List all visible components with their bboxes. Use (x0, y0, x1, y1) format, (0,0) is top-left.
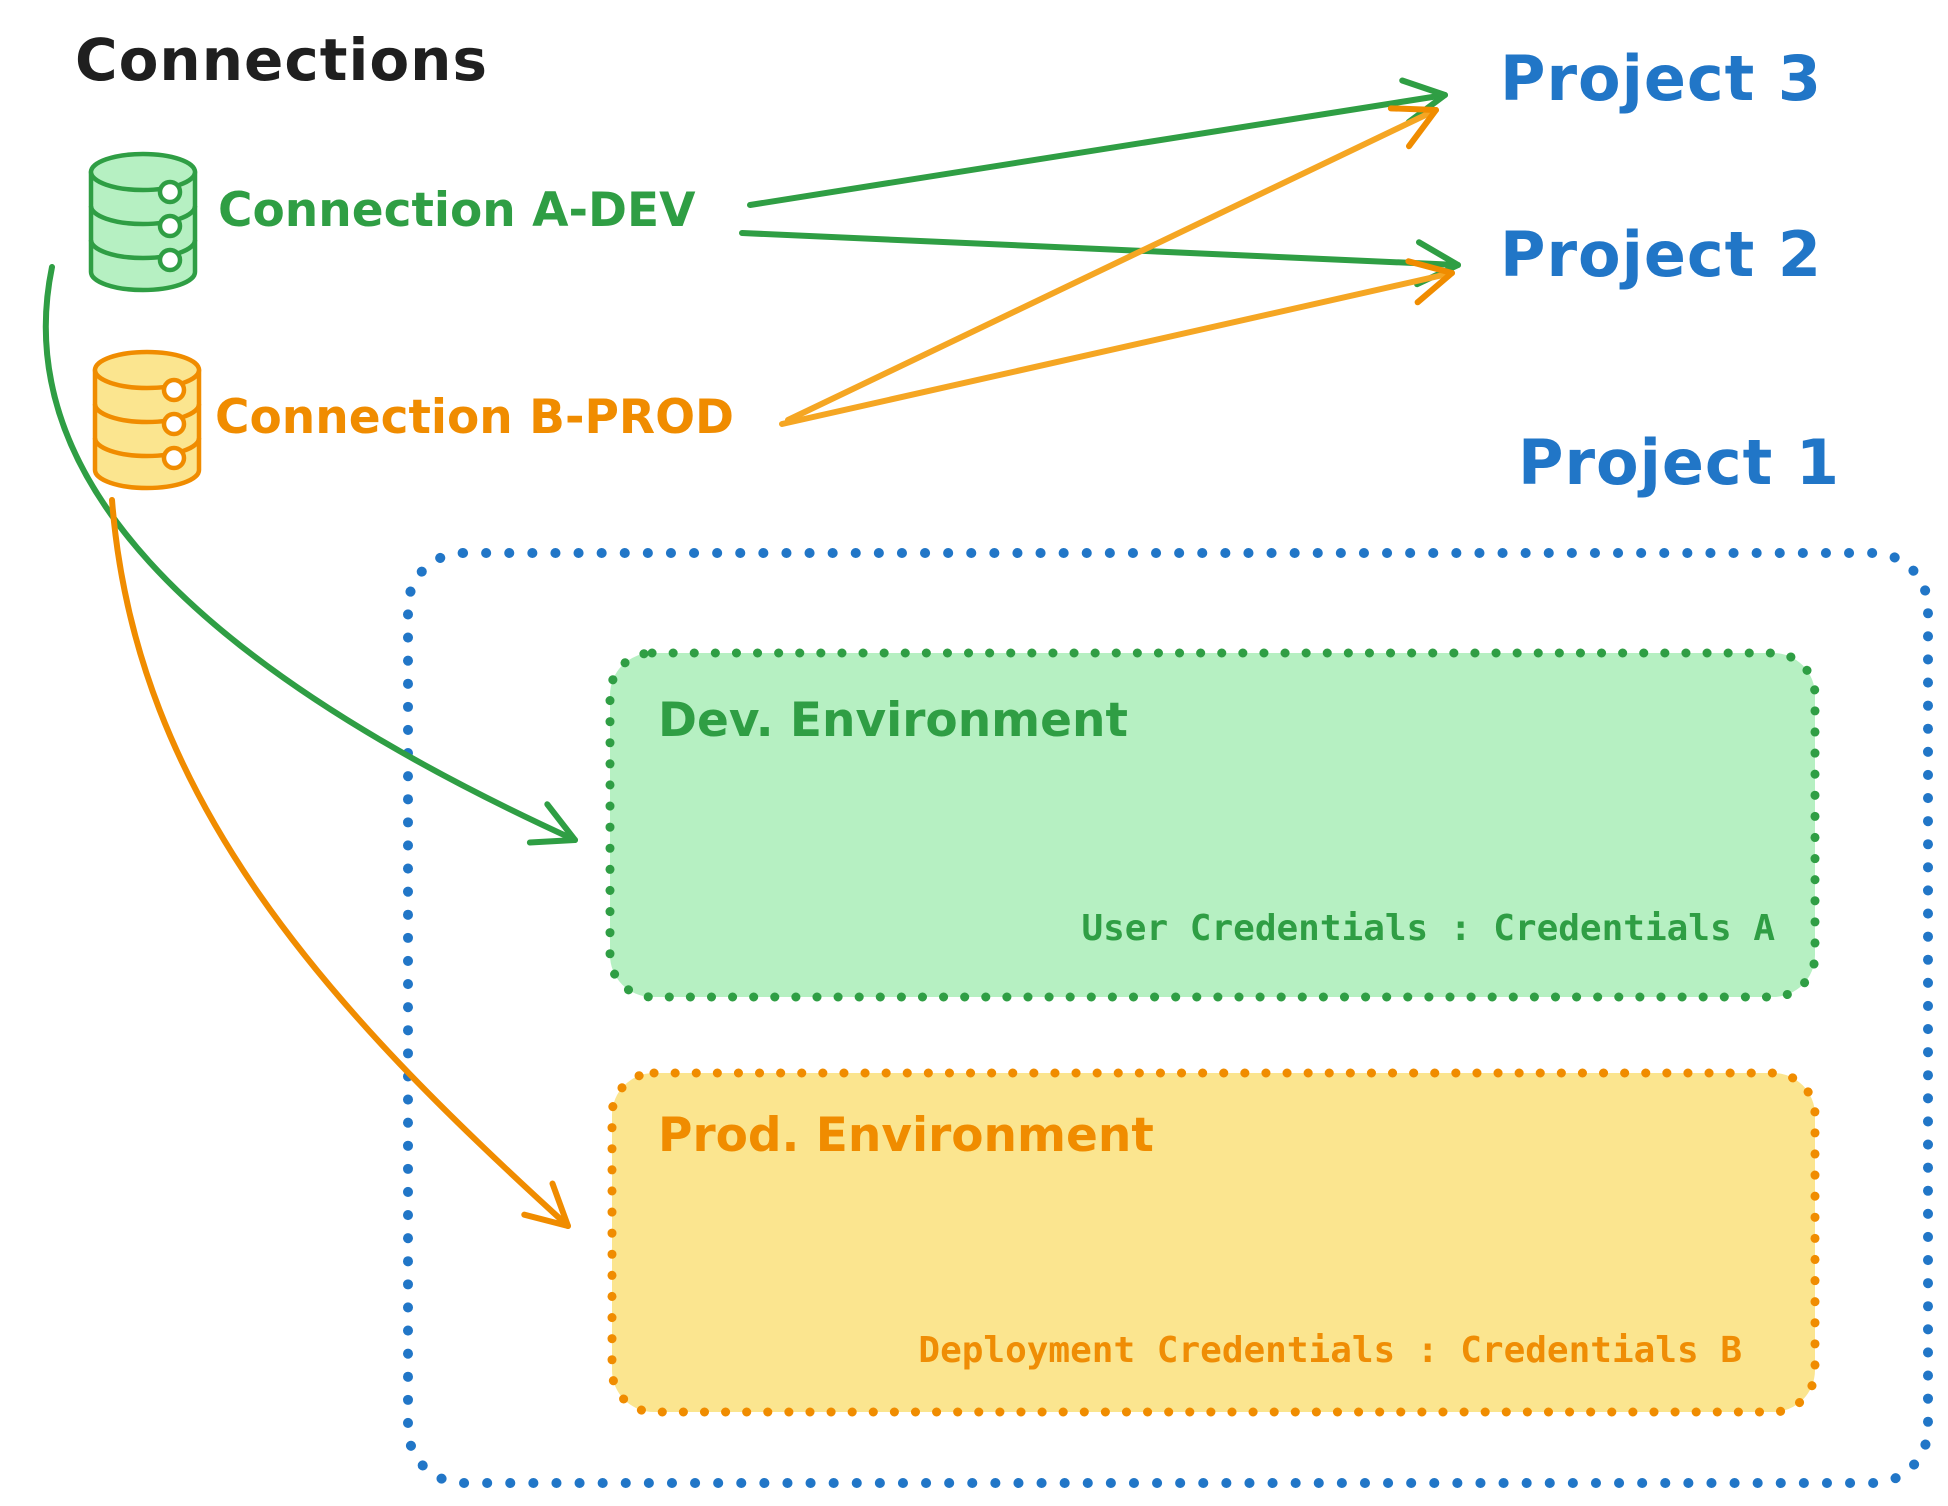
arrow-b-prod-to-project2 (779, 258, 1455, 427)
diagram-title: Connections (75, 26, 488, 94)
prod-environment-box (607, 1068, 1820, 1417)
prod-environment-credentials: Deployment Credentials : Credentials B (918, 1330, 1742, 1371)
arrow-b-prod-to-project3 (785, 105, 1439, 423)
connection-a-dev-label: Connection A-DEV (218, 183, 696, 238)
prod-environment-title: Prod. Environment (658, 1108, 1154, 1163)
arrow-a-dev-to-dev-environment (42, 264, 578, 846)
database-icon-dev (88, 151, 198, 293)
arrow-b-prod-to-prod-environment (109, 497, 571, 1229)
project2-label: Project 2 (1500, 218, 1823, 291)
arrow-a-dev-to-project3 (747, 77, 1448, 208)
connection-b-prod-label: Connection B-PROD (215, 390, 735, 445)
dev-environment-credentials: User Credentials : Credentials A (1081, 908, 1775, 949)
project1-label: Project 1 (1518, 426, 1841, 499)
dev-environment-box (605, 648, 1820, 1002)
project3-label: Project 3 (1500, 42, 1823, 115)
dev-environment-title: Dev. Environment (658, 693, 1128, 748)
database-icon-prod (92, 349, 202, 491)
arrow-a-dev-to-project2 (739, 230, 1461, 288)
